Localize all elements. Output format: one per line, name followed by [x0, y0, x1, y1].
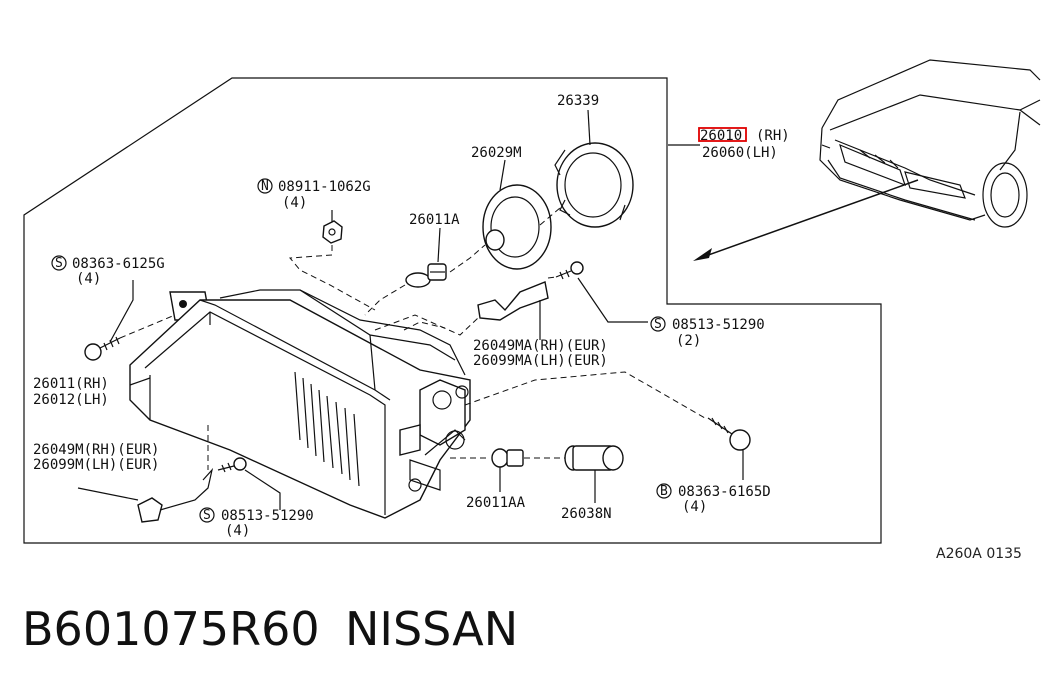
label-08911: 08911-1062G	[278, 179, 371, 195]
nut	[322, 220, 343, 244]
symbol-s-icon: S	[650, 316, 666, 332]
car-icon	[819, 59, 1041, 228]
label-08513-top: 08513-51290	[672, 317, 765, 333]
symbol-n-icon: N	[257, 178, 273, 194]
label-26012: 26012(LH)	[33, 392, 109, 408]
qty-08363-6165d: (4)	[682, 499, 707, 515]
label-26339: 26339	[557, 93, 599, 109]
retaining-ring	[554, 142, 634, 228]
label-08363-6125g: 08363-6125G	[72, 256, 165, 272]
label-26011a: 26011A	[409, 212, 460, 228]
qty-08363-6125g: (4)	[76, 271, 101, 287]
connector-top	[477, 281, 549, 321]
leader-lines	[77, 109, 744, 510]
label-26060: 26060(LH)	[702, 145, 778, 161]
connector-bottom	[137, 467, 214, 523]
screw-left	[84, 336, 121, 361]
footer-brand: NISSAN	[345, 602, 518, 656]
screw-top	[555, 261, 584, 280]
symbol-b-icon: B	[656, 483, 672, 499]
qty-08513-top: (2)	[676, 333, 701, 349]
label-26049m: 26049M(RH)(EUR)	[33, 442, 159, 458]
diagram-frame	[23, 77, 882, 544]
label-26011: 26011(RH)	[33, 376, 109, 392]
bulb-small	[491, 448, 524, 468]
qty-08513-bottom: (4)	[225, 523, 250, 539]
dust-cap	[482, 184, 552, 270]
label-26099m: 26099M(LH)(EUR)	[33, 457, 159, 473]
svg-text:S: S	[55, 256, 63, 271]
svg-text:S: S	[203, 508, 211, 523]
footer-part-number: B601075R60	[22, 602, 320, 656]
headlamp-assembly	[129, 289, 471, 519]
label-26049ma: 26049MA(RH)(EUR)	[473, 338, 608, 354]
screw-bottom	[217, 457, 247, 473]
assembly-lines	[119, 207, 706, 470]
location-arrow	[693, 179, 919, 261]
label-26010: 26010	[700, 128, 742, 144]
bulb-h4	[405, 263, 447, 288]
symbol-s-icon: S	[199, 507, 215, 523]
qty-08911: (4)	[282, 195, 307, 211]
svg-text:N: N	[261, 179, 269, 194]
figure-reference: A260A 0135	[936, 546, 1022, 562]
bolt-right	[707, 417, 751, 451]
svg-text:S: S	[654, 317, 662, 332]
label-26099ma: 26099MA(LH)(EUR)	[473, 353, 608, 369]
label-26011aa: 26011AA	[466, 495, 526, 511]
highlight-box	[698, 127, 747, 142]
label-26010-side: (RH)	[756, 128, 790, 144]
label-08513-bottom: 08513-51290	[221, 508, 314, 524]
socket	[564, 445, 624, 471]
label-26029m: 26029M	[471, 145, 522, 161]
label-08363-6165d: 08363-6165D	[678, 484, 771, 500]
label-26038n: 26038N	[561, 506, 612, 522]
svg-text:B: B	[660, 484, 668, 499]
symbol-s-icon: S	[51, 255, 67, 271]
